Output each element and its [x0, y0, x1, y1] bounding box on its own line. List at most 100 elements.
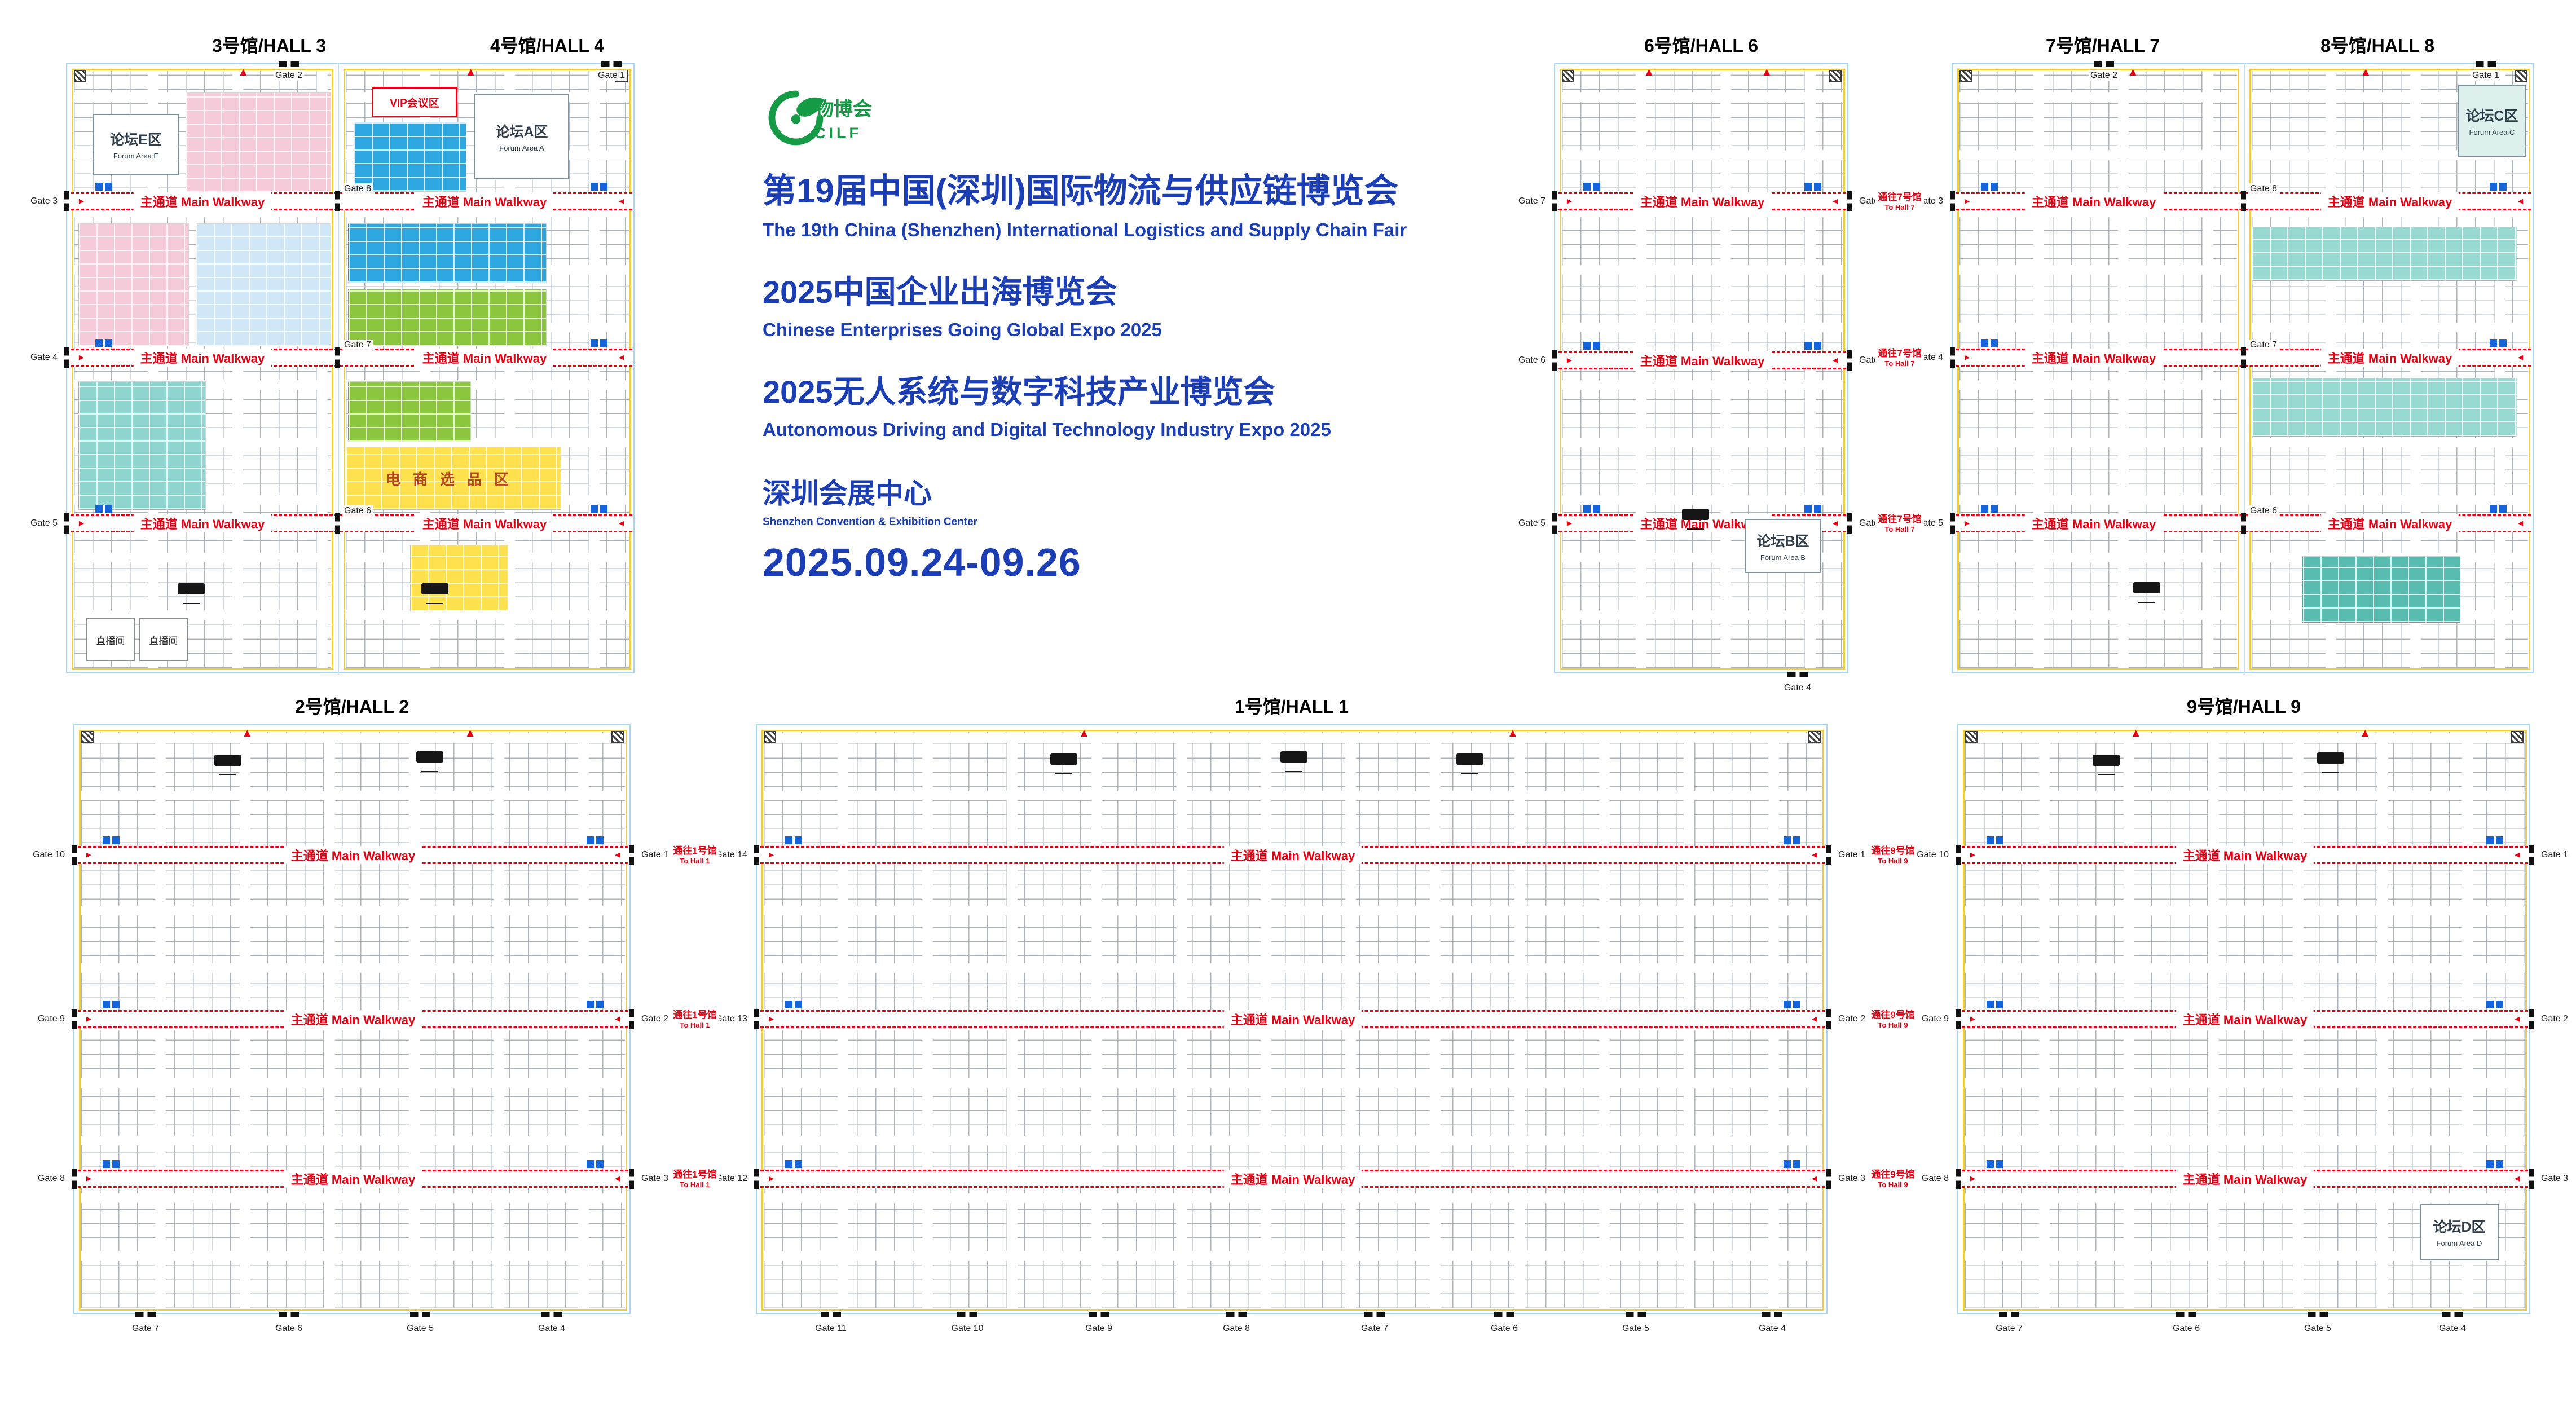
room-box: 直播间	[86, 618, 135, 661]
escalator-icon	[587, 1160, 604, 1168]
door-icon	[821, 1312, 841, 1317]
walkway-arrow-icon: ◄	[617, 352, 626, 363]
gate-label: Gate 1	[596, 70, 627, 81]
connector-text-en: To Hall 7	[1884, 359, 1915, 368]
door-icon	[1826, 1009, 1831, 1029]
expo3-title-cn: 2025无人系统与数字科技产业博览会	[763, 374, 1275, 409]
walkway-arrow-icon: ◄	[1831, 518, 1839, 528]
forum-label: 论坛D区	[2433, 1219, 2486, 1235]
main-walkway: ►◄主通道 Main Walkway	[1558, 342, 1846, 369]
booth-zone	[2302, 556, 2460, 623]
main-walkway: ►◄主通道 Main Walkway	[1962, 1001, 2528, 1028]
door-icon	[1847, 513, 1852, 534]
door-icon	[1089, 1312, 1109, 1317]
escalator-icon	[785, 836, 802, 844]
stairs-icon	[2511, 731, 2524, 743]
walkway-arrow-icon: ◄	[1810, 1014, 1818, 1024]
main-walkway-label: 主通道 Main Walkway	[2176, 1010, 2314, 1028]
main-walkway-label: 主通道 Main Walkway	[2320, 514, 2459, 532]
booth-zone	[2252, 378, 2517, 437]
venue-name-cn: 深圳会展中心	[763, 478, 932, 509]
room-label: 直播间	[96, 635, 125, 646]
escalator-icon	[2486, 836, 2503, 844]
door-icon	[1847, 350, 1852, 371]
escalator-icon	[591, 183, 607, 191]
gate-label: Gate 4	[1756, 1323, 1788, 1334]
gate-label: Gate 7	[130, 1323, 161, 1334]
gate-label: Gate 10	[1915, 849, 1950, 861]
escalator-icon	[95, 505, 112, 513]
gate-label: Gate 8	[36, 1173, 67, 1184]
walkway-arrow-icon: ►	[767, 850, 776, 860]
gate-label: Gate 3	[2539, 1173, 2570, 1184]
connector-text-cn: 通往9号馆	[1871, 1169, 1915, 1180]
walkway-arrow-icon: ►	[85, 1174, 93, 1184]
gate-label: Gate 5	[1516, 518, 1547, 529]
stairs-icon	[611, 731, 624, 743]
hall-title: 6号馆/HALL 6	[1644, 36, 1759, 56]
walkway-arrow-icon: ►	[1565, 196, 1574, 206]
door-icon	[72, 1169, 77, 1189]
connector-text-en: To Hall 9	[1878, 1180, 1908, 1189]
cilf-logo-text: 物博会 CILF	[814, 94, 872, 142]
walkway-arrow-icon: ◄	[2513, 850, 2521, 860]
forum-label: 论坛B区	[1756, 534, 1809, 549]
door-icon	[2442, 1312, 2463, 1317]
door-icon	[72, 845, 77, 865]
gate-label: Gate 5	[404, 1323, 436, 1334]
main-walkway-label: 主通道 Main Walkway	[1223, 1010, 1362, 1028]
cilf-logo-mark	[768, 90, 824, 146]
door-icon	[2476, 61, 2496, 67]
walkway-arrow-icon: ◄	[617, 196, 626, 206]
door-icon	[1999, 1312, 2019, 1317]
booth-zone	[354, 122, 466, 192]
stairs-icon	[764, 731, 776, 743]
stage-icon	[2133, 582, 2160, 593]
door-icon	[1950, 513, 1955, 534]
walkway-arrow-icon: ◄	[617, 518, 626, 528]
hall-9: ►◄主通道 Main Walkway►◄主通道 Main Walkway►◄主通…	[1915, 724, 2570, 1334]
expo3-title-en: Autonomous Driving and Digital Technolog…	[763, 419, 1331, 440]
door-icon	[1626, 1312, 1646, 1317]
gate-label: Gate 7	[1516, 196, 1547, 207]
gate-label: Gate 1	[640, 849, 671, 861]
booth-grid	[1562, 71, 1843, 668]
gate-label: Gate 4	[2437, 1323, 2468, 1334]
gate-label: Gate 13	[714, 1013, 749, 1025]
hall-6: ►◄主通道 Main Walkway►◄主通道 Main Walkway►◄主通…	[1516, 63, 1888, 694]
event-dates: 2025.09.24-09.26	[763, 540, 1081, 584]
escalator-icon	[591, 339, 607, 347]
gate-label: Gate 8	[342, 183, 373, 195]
booth-zone	[196, 223, 331, 346]
expo2-title-en: Chinese Enterprises Going Global Expo 20…	[763, 319, 1162, 340]
stairs-icon	[1965, 731, 1978, 743]
door-icon	[629, 845, 634, 865]
gate-label: Gate 2	[2539, 1013, 2570, 1025]
gate-label: Gate 11	[813, 1323, 848, 1334]
forum-label-en: Forum Area D	[2436, 1239, 2482, 1248]
door-icon	[279, 61, 299, 67]
main-walkway-label: 主通道 Main Walkway	[1223, 1170, 1362, 1188]
forum-label-en: Forum Area A	[499, 144, 544, 152]
gate-label: Gate 7	[342, 340, 373, 351]
walkway-arrow-icon: ►	[1969, 1014, 1977, 1024]
gate-label: Gate 7	[1993, 1323, 2025, 1334]
stage-icon	[178, 583, 205, 594]
main-walkway-label: 主通道 Main Walkway	[1633, 351, 1772, 369]
gate-label: Gate 3	[640, 1173, 671, 1184]
main-walkway-label: 主通道 Main Walkway	[2024, 349, 2163, 367]
door-icon	[1956, 845, 1961, 865]
logo-en: CILF	[814, 125, 862, 142]
booth-zone	[410, 545, 508, 611]
escalator-icon	[1804, 505, 1821, 513]
main-walkway: ►◄主通道 Main Walkway	[78, 1001, 628, 1028]
door-icon	[2241, 191, 2246, 211]
exit-arrow-icon: ▲	[1507, 727, 1518, 739]
door-icon	[410, 1312, 430, 1317]
escalator-icon	[103, 836, 120, 844]
fair-title-en: The 19th China (Shenzhen) International …	[763, 219, 1407, 240]
door-icon	[541, 1312, 562, 1317]
